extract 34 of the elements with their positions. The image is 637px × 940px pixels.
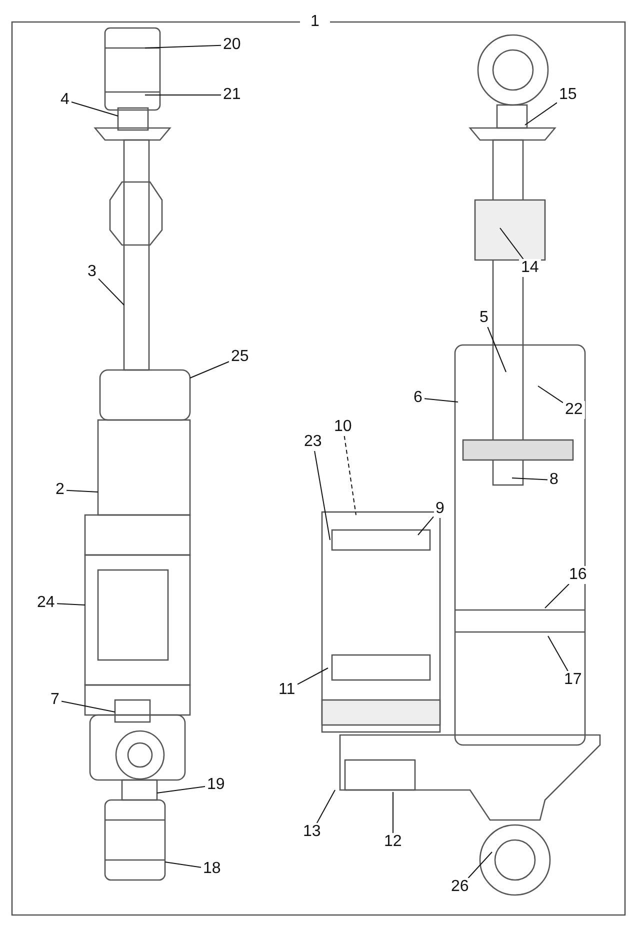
leader-line	[56, 603, 86, 606]
leader-line	[71, 101, 118, 116]
leader-line	[538, 386, 564, 404]
leader-line	[424, 398, 458, 402]
leader-line	[344, 436, 356, 516]
leader-line	[98, 278, 124, 306]
callout-number: 23	[302, 433, 324, 451]
leader-line	[512, 478, 548, 480]
leader-line	[66, 490, 98, 492]
callout-number: 10	[332, 418, 354, 436]
leader-line	[297, 668, 328, 685]
callout-number: 1	[310, 13, 320, 31]
callout-number: 14	[519, 259, 541, 277]
leader-line	[316, 790, 336, 824]
leader-line	[418, 516, 434, 536]
callout-number: 16	[567, 566, 589, 584]
leader-line	[61, 700, 116, 712]
leader-line	[144, 94, 222, 96]
callout-number: 9	[434, 500, 446, 518]
leader-line	[524, 102, 558, 126]
leader-line	[548, 636, 568, 672]
leader-line	[164, 862, 202, 868]
leader-line	[156, 786, 206, 794]
leader-line	[314, 450, 330, 540]
leader-line	[468, 852, 492, 878]
leader-line	[144, 44, 222, 48]
callout-number: 22	[563, 401, 585, 419]
leader-line	[392, 792, 394, 834]
leader-line	[487, 326, 506, 372]
leader-line	[500, 228, 524, 260]
callout-number: 15	[557, 86, 579, 104]
leader-line	[190, 361, 230, 378]
leader-line	[544, 584, 570, 608]
callout-number: 5	[478, 309, 490, 327]
